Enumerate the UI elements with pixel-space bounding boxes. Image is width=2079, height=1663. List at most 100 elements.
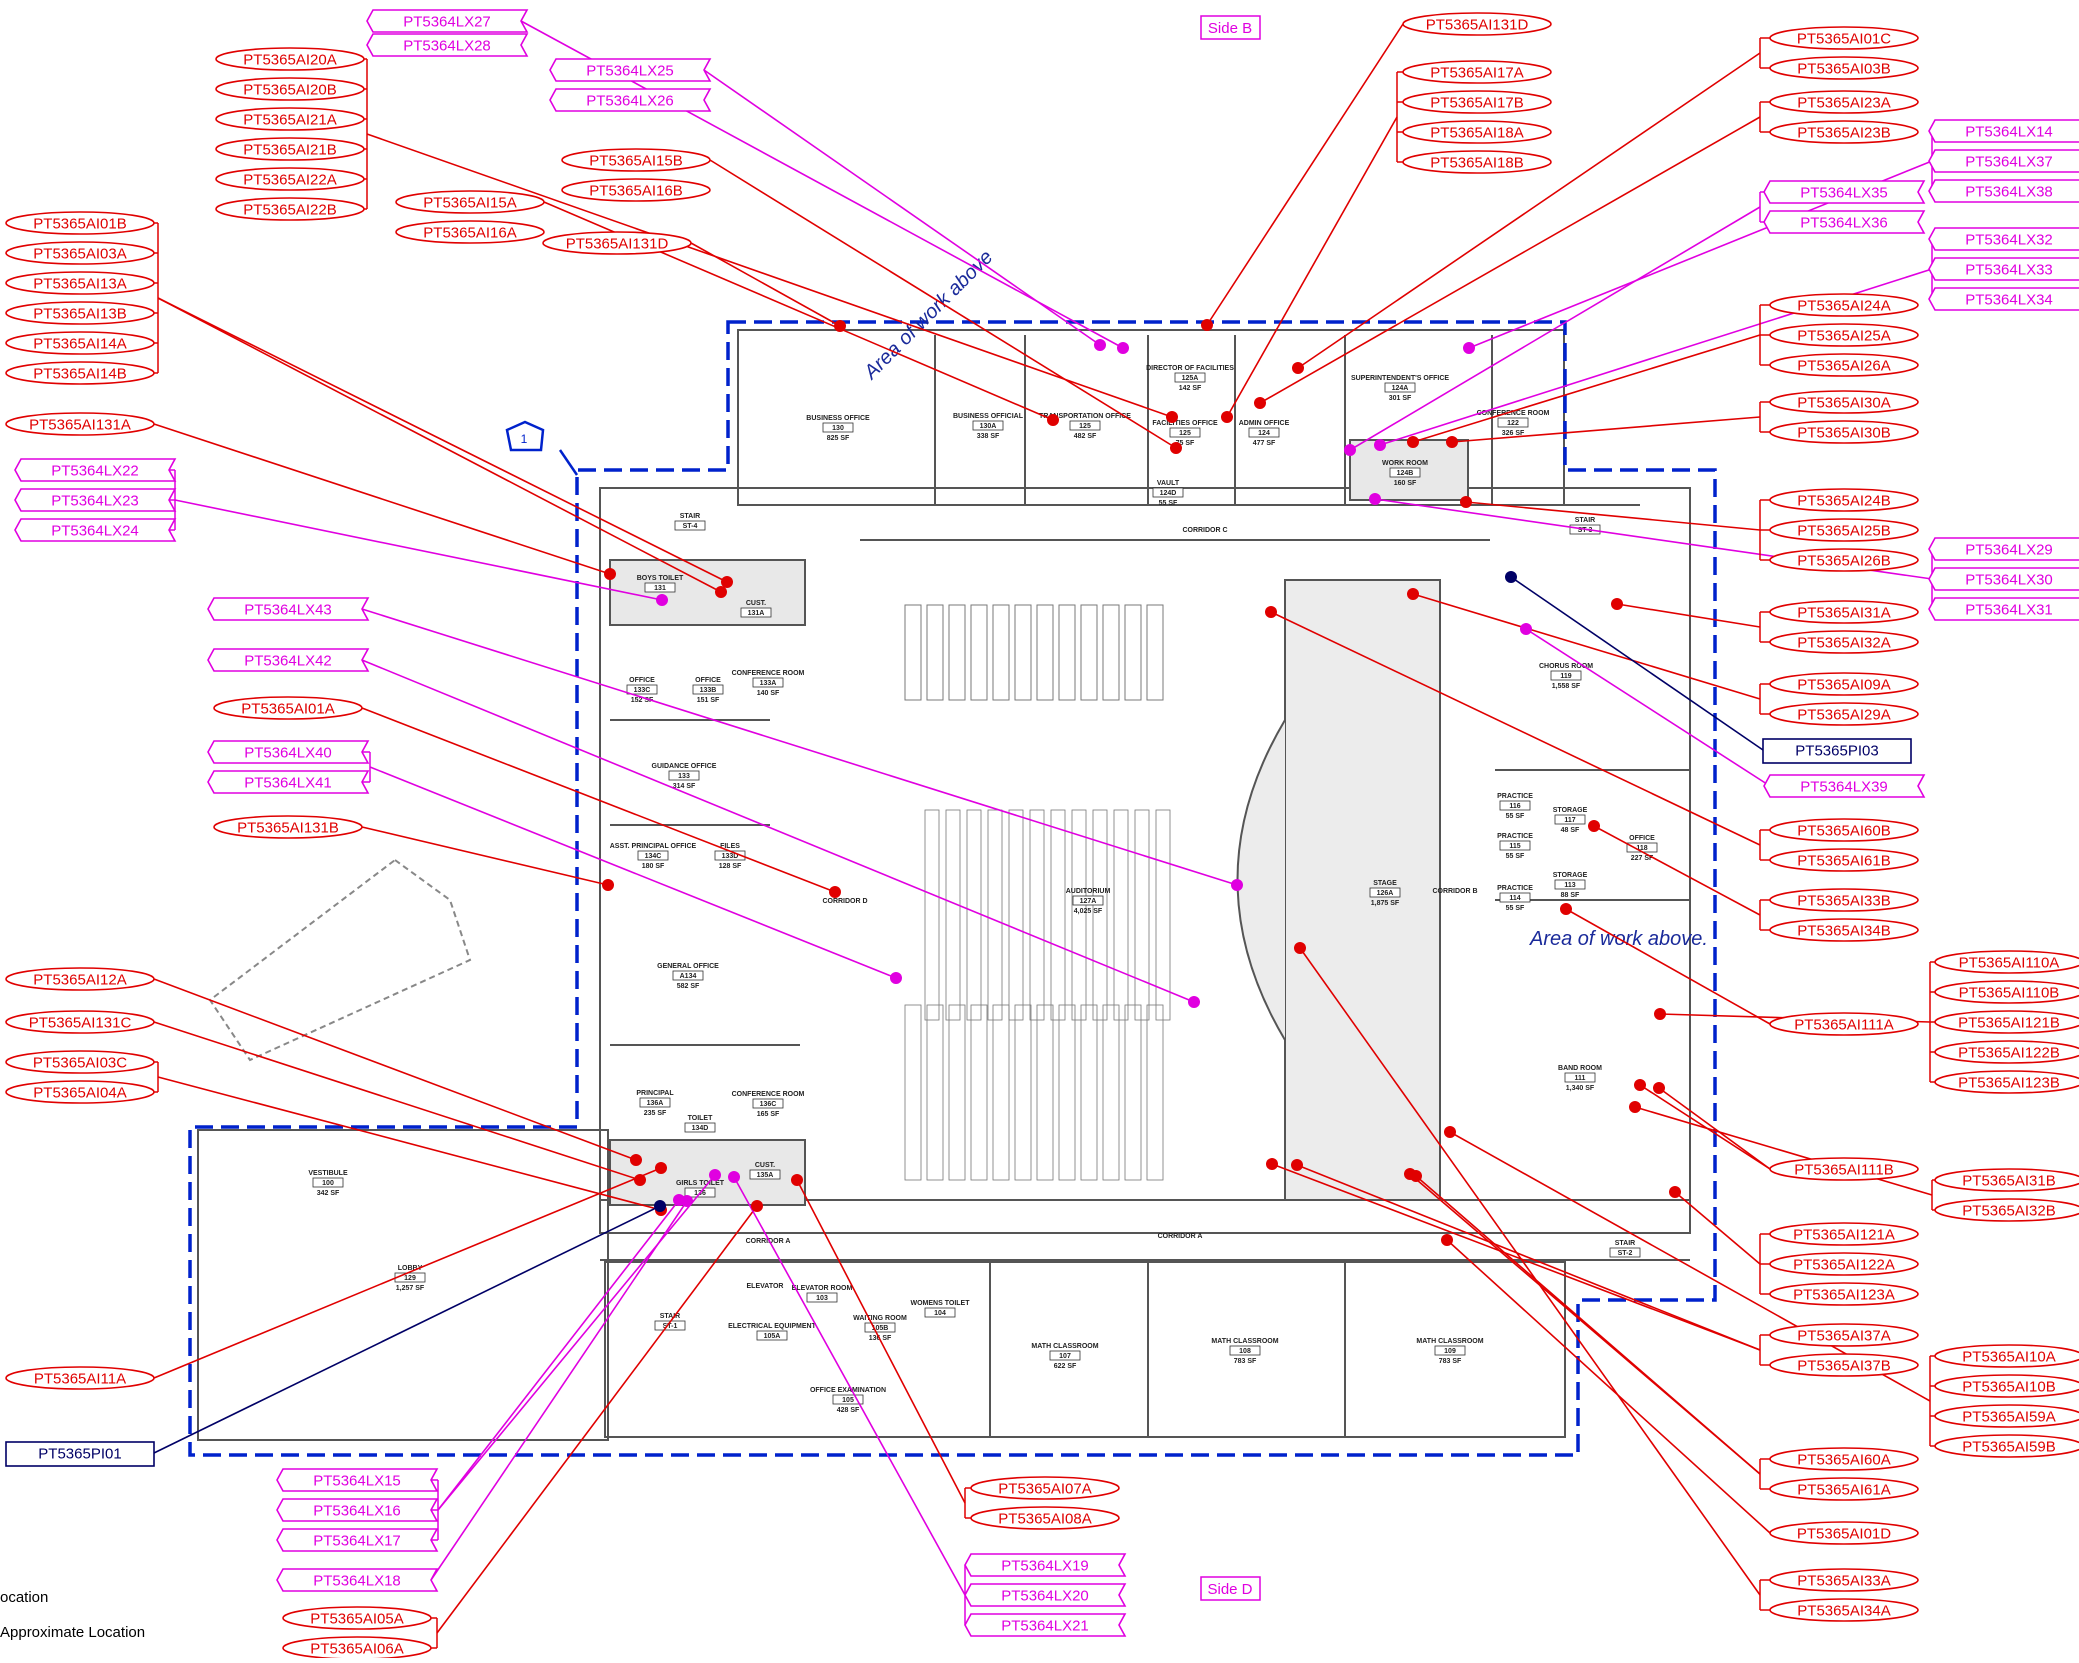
sample-point-dot[interactable] — [1221, 411, 1233, 423]
sample-tag-ai[interactable]: PT5365AI29A — [1769, 702, 1919, 726]
sample-tag-ai[interactable]: PT5365AI111B — [1769, 1157, 1919, 1181]
sample-tag-pi[interactable]: PT5365PI01 — [5, 1441, 155, 1467]
sample-tag-ai[interactable]: PT5365AI111A — [1769, 1012, 1919, 1036]
sample-tag-lx[interactable]: PT5364LX14 — [1928, 119, 2079, 143]
sample-tag-ai[interactable]: PT5365AI31B — [1934, 1168, 2079, 1192]
sample-tag-ai[interactable]: PT5365AI31A — [1769, 600, 1919, 624]
sample-point-dot[interactable] — [1654, 1008, 1666, 1020]
sample-tag-ai[interactable]: PT5365AI24B — [1769, 488, 1919, 512]
sample-tag-ai[interactable]: PT5365AI01D — [1769, 1521, 1919, 1545]
sample-point-dot[interactable] — [654, 1200, 666, 1212]
sample-tag-ai[interactable]: PT5365AI15A — [395, 190, 545, 214]
sample-point-dot[interactable] — [1410, 1170, 1422, 1182]
sample-tag-ai[interactable]: PT5365AI09A — [1769, 672, 1919, 696]
sample-tag-lx[interactable]: PT5364LX19 — [964, 1553, 1127, 1577]
sample-point-dot[interactable] — [728, 1171, 740, 1183]
sample-point-dot[interactable] — [1669, 1186, 1681, 1198]
sample-tag-ai[interactable]: PT5365AI03C — [5, 1050, 155, 1074]
sample-tag-ai[interactable]: PT5365AI18A — [1402, 120, 1552, 144]
sample-tag-ai[interactable]: PT5365AI10B — [1934, 1374, 2079, 1398]
sample-tag-ai[interactable]: PT5365AI131C — [5, 1010, 155, 1034]
sample-tag-ai[interactable]: PT5365AI18B — [1402, 150, 1552, 174]
sample-point-dot[interactable] — [1201, 319, 1213, 331]
sample-tag-lx[interactable]: PT5364LX35 — [1763, 180, 1926, 204]
sample-tag-ai[interactable]: PT5365AI16A — [395, 220, 545, 244]
sample-tag-ai[interactable]: PT5365AI05A — [282, 1606, 432, 1630]
sample-tag-ai[interactable]: PT5365AI131B — [213, 815, 363, 839]
sample-tag-ai[interactable]: PT5365AI22B — [215, 197, 365, 221]
sample-point-dot[interactable] — [1407, 588, 1419, 600]
sample-tag-ai[interactable]: PT5365AI37A — [1769, 1323, 1919, 1347]
sample-point-dot[interactable] — [1094, 339, 1106, 351]
sample-tag-ai[interactable]: PT5365AI08A — [970, 1506, 1120, 1530]
sample-tag-ai[interactable]: PT5365AI25B — [1769, 518, 1919, 542]
sample-tag-lx[interactable]: PT5364LX26 — [549, 88, 712, 112]
sample-point-dot[interactable] — [1611, 598, 1623, 610]
sample-tag-ai[interactable]: PT5365AI11A — [5, 1366, 155, 1390]
sample-point-dot[interactable] — [834, 320, 846, 332]
sample-tag-ai[interactable]: PT5365AI60B — [1769, 818, 1919, 842]
sample-tag-lx[interactable]: PT5364LX21 — [964, 1613, 1127, 1637]
sample-tag-ai[interactable]: PT5365AI122A — [1769, 1252, 1919, 1276]
sample-point-dot[interactable] — [1446, 436, 1458, 448]
sample-tag-ai[interactable]: PT5365AI37B — [1769, 1353, 1919, 1377]
sample-point-dot[interactable] — [1369, 493, 1381, 505]
sample-tag-ai[interactable]: PT5365AI15B — [561, 148, 711, 172]
sample-point-dot[interactable] — [1444, 1126, 1456, 1138]
sample-point-dot[interactable] — [1170, 442, 1182, 454]
sample-point-dot[interactable] — [1460, 496, 1472, 508]
sample-tag-ai[interactable]: PT5365AI61A — [1769, 1477, 1919, 1501]
sample-point-dot[interactable] — [1166, 411, 1178, 423]
sample-point-dot[interactable] — [1505, 571, 1517, 583]
sample-point-dot[interactable] — [1629, 1101, 1641, 1113]
sample-point-dot[interactable] — [656, 594, 668, 606]
sample-tag-ai[interactable]: PT5365AI33A — [1769, 1568, 1919, 1592]
sample-point-dot[interactable] — [751, 1200, 763, 1212]
sample-point-dot[interactable] — [829, 886, 841, 898]
sample-tag-ai[interactable]: PT5365AI34A — [1769, 1598, 1919, 1622]
sample-tag-ai[interactable]: PT5365AI23A — [1769, 90, 1919, 114]
sample-point-dot[interactable] — [602, 879, 614, 891]
sample-tag-ai[interactable]: PT5365AI20A — [215, 47, 365, 71]
sample-point-dot[interactable] — [1265, 606, 1277, 618]
sample-tag-ai[interactable]: PT5365AI123B — [1934, 1070, 2079, 1094]
sample-point-dot[interactable] — [1374, 439, 1386, 451]
sample-tag-ai[interactable]: PT5365AI20B — [215, 77, 365, 101]
sample-point-dot[interactable] — [1560, 903, 1572, 915]
sample-tag-ai[interactable]: PT5365AI01B — [5, 211, 155, 235]
sample-point-dot[interactable] — [681, 1195, 693, 1207]
sample-tag-ai[interactable]: PT5365AI30B — [1769, 420, 1919, 444]
sample-point-dot[interactable] — [1520, 623, 1532, 635]
sample-point-dot[interactable] — [1588, 820, 1600, 832]
sample-point-dot[interactable] — [709, 1169, 721, 1181]
sample-tag-ai[interactable]: PT5365AI25A — [1769, 323, 1919, 347]
sample-point-dot[interactable] — [1266, 1158, 1278, 1170]
sample-tag-ai[interactable]: PT5365AI06A — [282, 1636, 432, 1660]
sample-tag-lx[interactable]: PT5364LX24 — [14, 518, 177, 542]
sample-point-dot[interactable] — [1254, 397, 1266, 409]
sample-tag-ai[interactable]: PT5365AI04A — [5, 1080, 155, 1104]
sample-tag-lx[interactable]: PT5364LX33 — [1928, 257, 2079, 281]
sample-tag-ai[interactable]: PT5365AI10A — [1934, 1344, 2079, 1368]
sample-tag-lx[interactable]: PT5364LX31 — [1928, 597, 2079, 621]
sample-point-dot[interactable] — [1441, 1234, 1453, 1246]
sample-point-dot[interactable] — [1344, 444, 1356, 456]
sample-tag-lx[interactable]: PT5364LX28 — [366, 33, 529, 57]
sample-tag-lx[interactable]: PT5364LX34 — [1928, 287, 2079, 311]
sample-tag-lx[interactable]: PT5364LX20 — [964, 1583, 1127, 1607]
sample-tag-ai[interactable]: PT5365AI26A — [1769, 353, 1919, 377]
sample-tag-lx[interactable]: PT5364LX38 — [1928, 179, 2079, 203]
sample-point-dot[interactable] — [630, 1154, 642, 1166]
sample-tag-ai[interactable]: PT5365AI61B — [1769, 848, 1919, 872]
sample-tag-ai[interactable]: PT5365AI131A — [5, 412, 155, 436]
sample-point-dot[interactable] — [1047, 414, 1059, 426]
sample-point-dot[interactable] — [1653, 1082, 1665, 1094]
sample-point-dot[interactable] — [1407, 436, 1419, 448]
sample-point-dot[interactable] — [1634, 1079, 1646, 1091]
sample-tag-lx[interactable]: PT5364LX36 — [1763, 210, 1926, 234]
sample-point-dot[interactable] — [1291, 1159, 1303, 1171]
sample-point-dot[interactable] — [715, 586, 727, 598]
sample-tag-ai[interactable]: PT5365AI21B — [215, 137, 365, 161]
sample-point-dot[interactable] — [1188, 996, 1200, 1008]
sample-point-dot[interactable] — [634, 1174, 646, 1186]
